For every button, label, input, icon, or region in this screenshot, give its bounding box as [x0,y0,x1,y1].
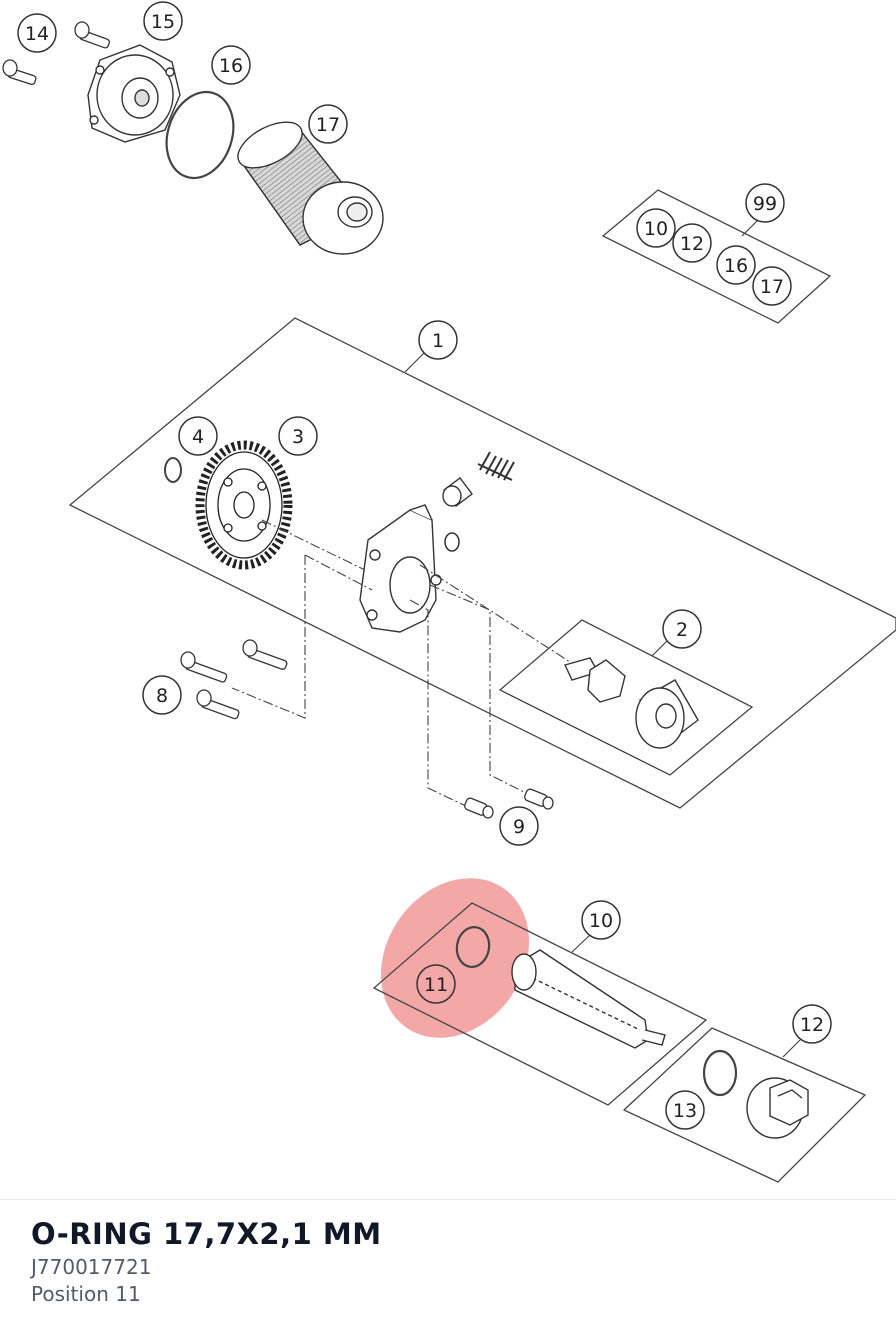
callout-leader [571,934,591,953]
callout-11[interactable]: 11 [416,964,456,1004]
bolt-part-8[interactable] [180,639,288,720]
circlip-part-4[interactable] [164,457,182,483]
highlight-position-11 [380,878,530,1038]
callout-4[interactable]: 4 [178,416,218,456]
svg-text:9: 9 [513,816,525,838]
valve-cartridge-part[interactable] [511,949,666,1049]
oil-pump-gear-part-3[interactable] [195,440,293,570]
callout-16[interactable]: 16 [211,45,251,85]
callout-3[interactable]: 3 [278,416,318,456]
pump-assembly-box-1 [68,317,896,809]
valve-box-10 [372,902,708,1106]
oil-filter-part-17[interactable] [231,113,384,255]
section-divider [0,1199,896,1200]
svg-text:17: 17 [316,114,340,136]
svg-text:99: 99 [753,193,777,215]
svg-text:1: 1 [432,330,444,352]
svg-text:16: 16 [724,255,748,277]
rotor-part[interactable] [635,679,699,749]
callout-leader [782,1039,801,1058]
callout-17[interactable]: 17 [308,104,348,144]
bolt-part-14a[interactable] [74,21,110,49]
kit-callout-17[interactable]: 17 [752,266,792,306]
svg-text:2: 2 [676,619,688,641]
bolt-part-14b[interactable] [2,59,37,86]
part-info-panel: O-RING 17,7X2,1 MM J770017721 Position 1… [31,1214,871,1308]
svg-text:16: 16 [219,55,243,77]
callout-10[interactable]: 10 [581,900,621,940]
svg-text:13: 13 [673,1100,697,1122]
plug-box-12 [622,1027,867,1183]
part-position: Position 11 [31,1282,141,1306]
svg-text:15: 15 [151,11,175,33]
svg-text:4: 4 [192,426,204,448]
exploded-parts-diagram: 14 15 16 17 99 10 12 16 17 1 4 3 [2,1,896,1183]
callout-99[interactable]: 99 [745,183,785,223]
o-ring-part-16[interactable] [156,83,244,186]
callout-9[interactable]: 9 [499,806,539,846]
spring-part[interactable] [477,451,515,481]
o-ring-part-13[interactable] [702,1049,738,1097]
svg-text:10: 10 [644,218,668,240]
screw-plug-part-12[interactable] [746,1077,809,1139]
callout-15[interactable]: 15 [143,1,183,41]
callout-8[interactable]: 8 [142,675,182,715]
callout-leader [404,351,426,373]
o-ring-part-11[interactable] [454,925,492,970]
svg-text:17: 17 [760,276,784,298]
kit-callout-12[interactable]: 12 [672,223,712,263]
svg-text:14: 14 [25,23,49,45]
callout-leader [651,639,669,657]
kit-callout-10[interactable]: 10 [636,208,676,248]
rotor-shaft-part[interactable] [564,657,626,703]
callout-2[interactable]: 2 [662,609,702,649]
callout-1[interactable]: 1 [418,320,458,360]
svg-text:12: 12 [800,1014,824,1036]
rotor-box-2 [498,619,754,776]
callout-14[interactable]: 14 [17,13,57,53]
kit-box-99 [601,189,832,324]
washer-part[interactable] [444,532,460,552]
callout-12[interactable]: 12 [792,1004,832,1044]
part-name: O-RING 17,7X2,1 MM [31,1217,382,1251]
svg-text:11: 11 [424,974,448,996]
svg-text:3: 3 [292,426,304,448]
svg-text:10: 10 [589,910,613,932]
part-number: J770017721 [31,1255,152,1279]
filter-cover-part-15[interactable] [87,44,181,143]
plunger-part[interactable] [442,477,473,507]
kit-callout-16[interactable]: 16 [716,245,756,285]
pump-housing-part[interactable] [359,504,442,633]
assembly-guide-lines [231,519,571,809]
callout-13[interactable]: 13 [665,1090,705,1130]
svg-text:12: 12 [680,233,704,255]
svg-text:8: 8 [156,685,168,707]
dowel-pin-part-9[interactable] [464,788,554,819]
